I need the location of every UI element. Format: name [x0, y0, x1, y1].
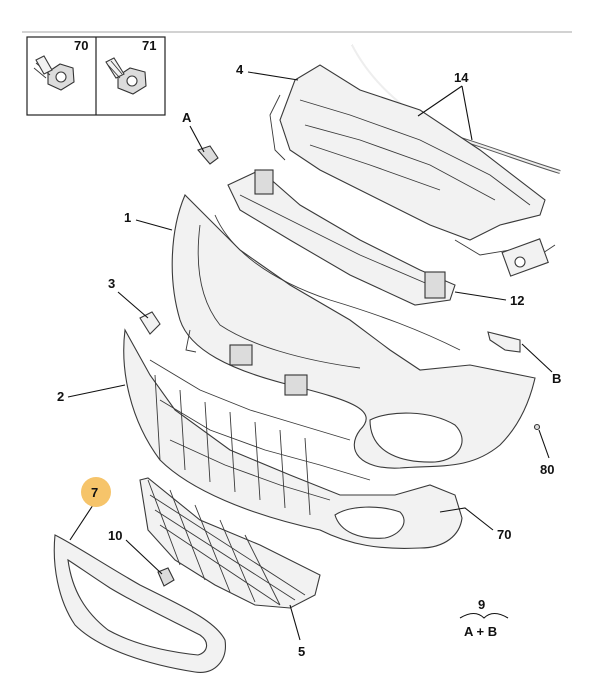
leader-lines [67, 71, 553, 641]
part-4-upper-support [269, 64, 556, 277]
clip-a [197, 145, 219, 165]
callout-80: 80 [540, 462, 554, 477]
callout-3: 3 [108, 276, 115, 291]
fastener-inset: 70 71 [26, 36, 166, 116]
callout-12: 12 [510, 293, 524, 308]
part-10-clip [157, 567, 175, 587]
part-80-pin [533, 423, 541, 431]
clip-b [487, 331, 521, 353]
part-3-bracket [139, 311, 161, 335]
callout-9: 9 [478, 597, 485, 612]
callout-70: 70 [497, 527, 511, 542]
callout-2: 2 [57, 389, 64, 404]
callout-a: A [182, 110, 192, 125]
callout-b: B [552, 371, 561, 386]
part-7-grille-surround [53, 534, 226, 673]
callout-7: 7 [91, 485, 98, 500]
callout-5: 5 [298, 644, 305, 659]
part-1-bumper-cover [171, 194, 536, 469]
screw-70-icon [33, 55, 75, 91]
screw-71-icon [105, 57, 147, 95]
part-2-lower-bumper [123, 328, 463, 549]
part-12-crossmember [227, 169, 456, 306]
callout-a-plus-b: A + B [464, 624, 497, 639]
callout-4: 4 [236, 62, 244, 77]
callout-14: 14 [454, 70, 469, 85]
callout-7-highlight [81, 477, 111, 507]
part-5-lower-grille [139, 477, 321, 609]
callout-71-box: 71 [142, 38, 156, 53]
callout-70-box: 70 [74, 38, 88, 53]
callout-1: 1 [124, 210, 131, 225]
callout-10: 10 [108, 528, 122, 543]
